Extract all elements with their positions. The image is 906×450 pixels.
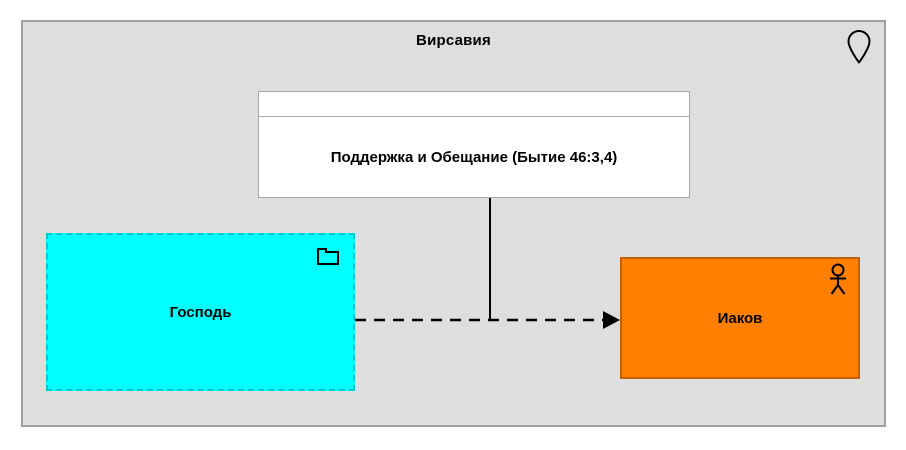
package-folder-icon: [317, 247, 339, 265]
node-iakov[interactable]: Иаков: [620, 257, 860, 379]
location-pin-icon: [846, 30, 872, 64]
node-gospod-label: Господь: [169, 303, 232, 321]
node-iakov-label: Иаков: [717, 309, 763, 327]
node-gospod[interactable]: Господь: [46, 233, 355, 391]
note-header: [259, 92, 689, 117]
actor-stick-figure-icon: [828, 263, 848, 297]
package-title: Вирсавия: [416, 32, 491, 49]
note-body: Поддержка и Обещание (Бытие 46:3,4): [259, 117, 689, 197]
note-text: Поддержка и Обещание (Бытие 46:3,4): [330, 148, 618, 166]
note-box[interactable]: Поддержка и Обещание (Бытие 46:3,4): [258, 91, 690, 198]
